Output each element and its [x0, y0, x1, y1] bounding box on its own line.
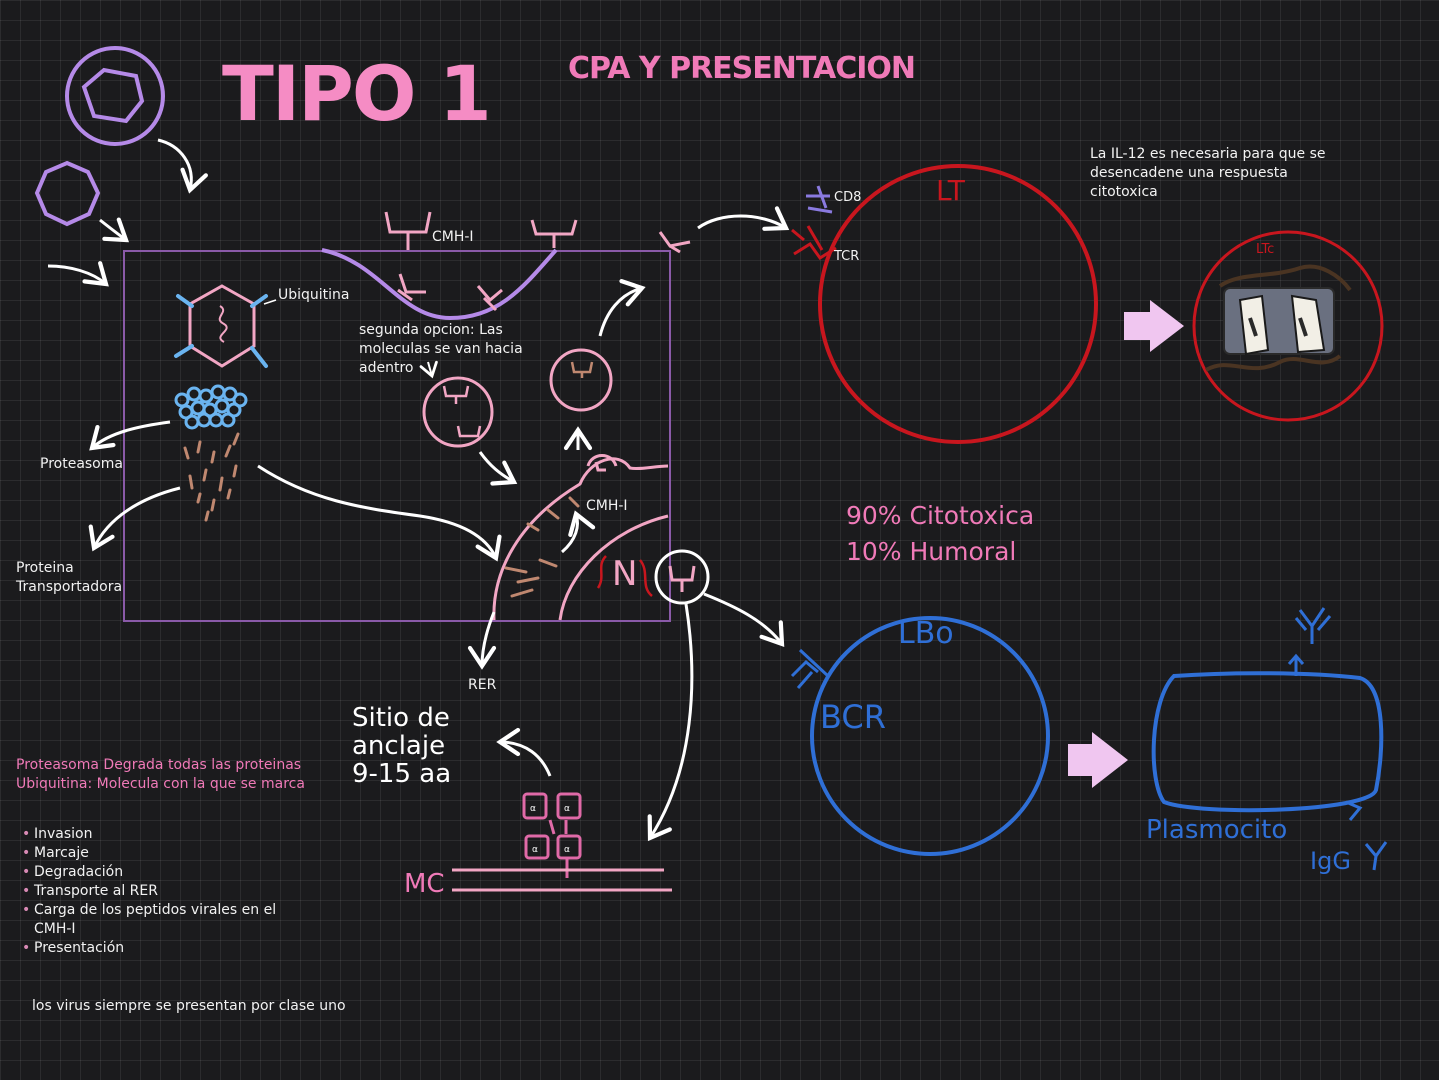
mhc-class-i-icon	[522, 792, 582, 878]
label-cmh-rer: CMH-I	[586, 498, 628, 514]
label-lt: LT	[936, 174, 965, 207]
mhc-surface-1	[384, 211, 432, 250]
arrow-to-transporter-label	[88, 486, 181, 552]
label-proteasoma: Proteasoma	[40, 456, 123, 472]
label-ubiquitina: Ubiquitina	[278, 287, 350, 303]
step-item: Presentación	[20, 939, 276, 958]
label-igg: IgG	[1310, 847, 1351, 875]
cd8-receptor-icon	[806, 185, 833, 214]
step-item: Degradación	[20, 863, 276, 882]
entry-arrow-1	[157, 138, 208, 194]
arrow-lb-to-plasma	[1068, 732, 1128, 788]
step-item: Transporte al RER	[20, 882, 276, 901]
svg-text:α: α	[564, 845, 570, 855]
virus-heptagon-icon	[34, 160, 101, 227]
rer-peptide-dashes	[504, 496, 580, 598]
label-segunda-opcion: segunda opcion: Las moleculas se van hac…	[359, 322, 523, 376]
arrow-lt-to-ltc	[1124, 300, 1184, 352]
footer-note: los virus siempre se presentan por clase…	[32, 998, 346, 1014]
peptide-fragments	[183, 432, 240, 522]
label-mc: MC	[404, 869, 445, 899]
virus-enclosed-icon	[65, 46, 165, 146]
entry-arrow-2	[99, 217, 130, 243]
arrow-segunda-opcion	[419, 360, 438, 379]
rer-outline	[492, 457, 669, 621]
nucleus-outline	[558, 514, 669, 621]
plasma-cell	[1151, 671, 1384, 813]
arrow-to-rer-label	[467, 611, 497, 670]
label-nucleus: N	[612, 554, 638, 594]
entry-arrow-3	[47, 261, 109, 287]
step-item: Marcaje	[20, 844, 276, 863]
mhc-internal-2	[476, 285, 503, 312]
step-item: Invasion	[20, 825, 276, 844]
label-cmh-top: CMH-I	[432, 229, 474, 245]
arrow-zoom-to-lb	[703, 592, 785, 648]
label-proteina-transportadora: Proteina Transportadora	[16, 560, 123, 595]
label-plasmocito: Plasmocito	[1146, 815, 1288, 845]
label-ltc: LTc	[1256, 242, 1275, 257]
step-item: Carga de los peptidos virales en el CMH-…	[20, 901, 276, 939]
svg-text:α: α	[564, 804, 570, 814]
mc-membrane	[452, 868, 672, 892]
plasma-arrow-right	[1345, 800, 1363, 821]
arrow-to-lt	[697, 206, 790, 231]
proteasome-icon	[174, 384, 248, 430]
svg-text:α: α	[530, 804, 536, 814]
tcr-receptor-icon	[791, 225, 837, 261]
mhc-internal-1	[397, 273, 426, 302]
page-title: TIPO 1	[222, 49, 492, 138]
label-rer: RER	[468, 677, 497, 693]
mhc-surface-2	[530, 219, 578, 248]
bcr-receptor-icon	[790, 648, 830, 689]
label-tcr: TCR	[834, 249, 860, 264]
antibody-top-icon	[1294, 607, 1332, 644]
label-bcr: BCR	[820, 698, 886, 736]
alpha-labels: α α α α	[530, 804, 570, 855]
golgi-mhc-icon	[586, 454, 618, 472]
plasma-arrow-up	[1287, 653, 1305, 676]
lb-cell	[810, 616, 1050, 856]
antibody-igg-icon	[1364, 841, 1388, 871]
membrane-invagination	[321, 248, 558, 321]
apc-cell-membrane	[123, 250, 671, 622]
ltc-cell	[1192, 230, 1384, 422]
presented-mhc-icon	[658, 231, 691, 254]
ubiquitin-tagged-virus-icon	[174, 284, 268, 368]
arrow-zoom-to-mc	[647, 603, 694, 842]
steps-list: Invasion Marcaje Degradación Transporte …	[20, 825, 276, 958]
arrow-peptides-to-rer	[257, 464, 502, 562]
label-lbo: LBo	[898, 616, 954, 651]
vesicle-export	[549, 348, 613, 412]
vesicle-internal	[422, 376, 494, 448]
surface-mhc-zoom	[654, 549, 710, 605]
page-subtitle: CPA Y PRESENTACION	[568, 51, 916, 86]
svg-text:α: α	[532, 845, 538, 855]
arrow-vesicle-to-rer	[478, 451, 518, 486]
percent-citotoxica: 90% Citotoxica	[846, 501, 1035, 530]
label-anchor-site: Sitio de anclaje 9-15 aa	[352, 703, 452, 789]
definitions: Proteasoma Degrada todas las proteinas U…	[16, 757, 305, 792]
arrow-vesicle-to-membrane	[598, 279, 646, 337]
label-cd8: CD8	[834, 190, 862, 205]
lt-cell	[818, 164, 1098, 444]
il12-note: La IL-12 es necesaria para que se desenc…	[1090, 146, 1326, 200]
percent-humoral: 10% Humoral	[846, 537, 1017, 566]
arrow-to-anchor-site	[496, 727, 552, 777]
ubiquitin-pointer	[263, 299, 277, 305]
arrow-rer-to-golgi	[561, 510, 596, 554]
nucleus-chromatin	[596, 555, 653, 597]
arrow-to-proteasome-label	[89, 420, 171, 451]
